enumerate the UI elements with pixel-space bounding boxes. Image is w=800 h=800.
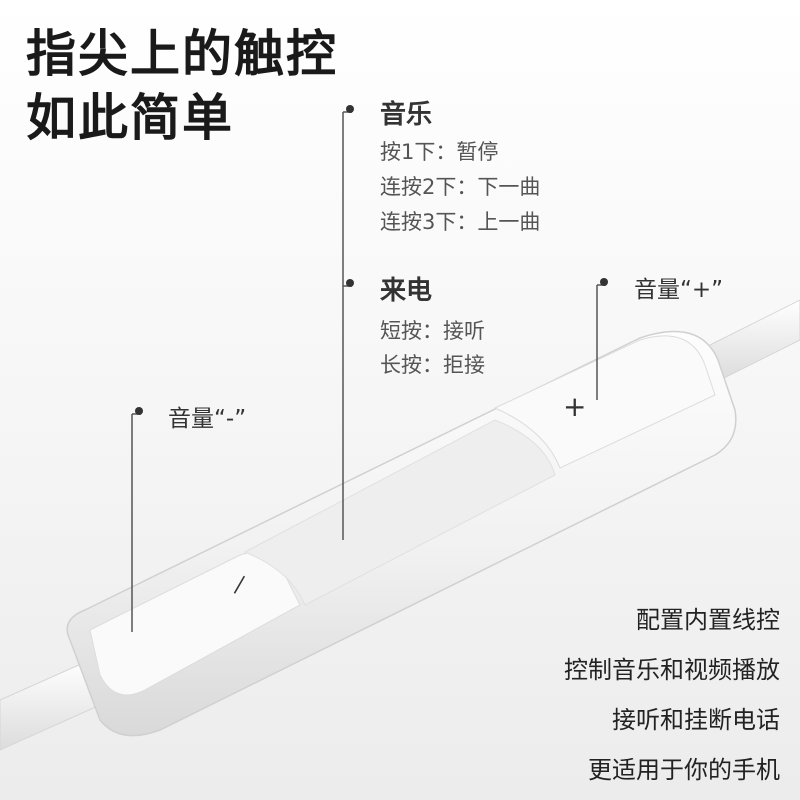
music-line-1: 按1下：暂停 (380, 140, 499, 164)
call-line-1: 短按：接听 (380, 319, 485, 343)
center-panel (243, 419, 556, 606)
volume-up-label: 音量“+” (634, 277, 724, 303)
bullet-icon (135, 407, 143, 415)
feature-2: 控制音乐和视频播放 (564, 656, 780, 684)
bullet-icon (346, 279, 354, 287)
headline: 指尖上的触控 如此简单 (26, 22, 338, 150)
feature-4: 更适用于你的手机 (588, 756, 780, 784)
call-line-2: 长按：拒接 (380, 353, 485, 377)
bullet-icon (346, 105, 354, 113)
music-title: 音乐 (380, 100, 433, 130)
bullet-icon (600, 278, 608, 286)
plus-button-shape (493, 335, 716, 469)
feature-3: 接听和挂断电话 (612, 706, 780, 734)
headline-line-1: 指尖上的触控 (26, 25, 338, 83)
music-line-3: 连按3下：上一曲 (380, 210, 541, 234)
volume-down-label: 音量“-” (168, 406, 247, 432)
call-title: 来电 (380, 276, 433, 306)
plus-icon: + (563, 390, 587, 423)
music-line-2: 连按2下：下一曲 (380, 175, 541, 199)
headline-line-2: 如此简单 (26, 89, 234, 147)
feature-1: 配置内置线控 (636, 606, 780, 634)
